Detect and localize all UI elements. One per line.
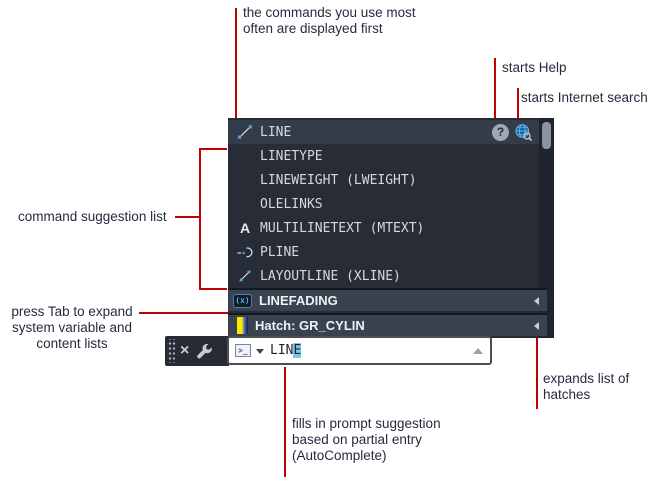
system-variable-label: LINEFADING xyxy=(259,293,338,308)
typed-chars: LIN xyxy=(270,343,294,358)
scrollbar-track[interactable] xyxy=(539,118,554,338)
line-command-icon xyxy=(236,123,254,141)
connector-search-note xyxy=(517,88,519,124)
scrollbar-thumb[interactable] xyxy=(542,122,551,149)
hatch-row-gr-cylin[interactable]: Hatch: GR_CYLIN xyxy=(228,313,547,336)
annotation-line: content lists xyxy=(36,336,108,351)
no-icon xyxy=(236,147,254,165)
annotation-line: expands list of xyxy=(543,371,630,386)
connector-hatch-note xyxy=(536,333,538,409)
annotation-line: based on partial entry xyxy=(292,432,422,447)
connector-top-note xyxy=(235,8,237,126)
customize-wrench-icon[interactable] xyxy=(196,343,213,360)
bracket-bottom-tick xyxy=(199,288,227,290)
autocomplete-chars: E xyxy=(293,343,302,358)
annotation-line: system variable and xyxy=(11,320,133,335)
command-input[interactable]: >_ LINE xyxy=(227,336,492,365)
internet-search-icon[interactable] xyxy=(514,123,533,142)
suggestion-row-line[interactable]: LINE ? xyxy=(228,120,539,144)
suggestion-label: PLINE xyxy=(260,244,300,260)
annotation-starts-internet-search: starts Internet search xyxy=(521,90,648,105)
bracket-vertical xyxy=(199,148,201,290)
command-suggestion-list: LINE ? xyxy=(228,118,539,288)
annotation-line: press Tab to expand xyxy=(11,304,133,319)
suggestion-row-linetype[interactable]: LINETYPE xyxy=(228,144,539,168)
annotation-line: (AutoComplete) xyxy=(292,448,387,463)
expand-left-icon[interactable] xyxy=(530,296,539,305)
command-typed-text: LINE xyxy=(270,343,302,358)
suggestion-row-olelinks[interactable]: OLELINKS xyxy=(228,192,539,216)
suggestion-label: LINETYPE xyxy=(260,148,323,164)
grip-handle-icon[interactable] xyxy=(167,339,175,363)
recent-commands-dropdown-icon[interactable] xyxy=(256,348,264,358)
suggestion-row-multilinetext[interactable]: A MULTILINETEXT (MTEXT) xyxy=(228,216,539,240)
suggestion-label: LINE xyxy=(260,124,292,140)
no-icon xyxy=(236,195,254,213)
suggestion-label: LAYOUTLINE (XLINE) xyxy=(260,268,401,284)
annotation-most-used: the commands you use most often are disp… xyxy=(243,5,416,37)
no-icon xyxy=(236,171,254,189)
connector-tab-note xyxy=(139,312,228,314)
pline-icon xyxy=(236,243,254,261)
help-icon[interactable]: ? xyxy=(492,123,509,141)
annotation-line: the commands you use most xyxy=(243,5,416,20)
annotation-press-tab: press Tab to expand system variable and … xyxy=(6,304,138,352)
command-line-toolbar: × xyxy=(165,336,229,366)
system-variable-icon: (x) xyxy=(233,293,252,308)
annotation-line: often are displayed first xyxy=(243,21,383,36)
suggestion-label: LINEWEIGHT (LWEIGHT) xyxy=(260,172,417,188)
xline-icon xyxy=(236,267,254,285)
hatch-label: Hatch: GR_CYLIN xyxy=(255,318,365,333)
annotation-line: hatches xyxy=(543,387,591,402)
suggestion-row-lineweight[interactable]: LINEWEIGHT (LWEIGHT) xyxy=(228,168,539,192)
expand-history-up-icon[interactable] xyxy=(473,343,483,354)
hatch-swatch-icon xyxy=(237,317,248,334)
system-variable-row-linefading[interactable]: (x) LINEFADING xyxy=(228,288,547,311)
connector-autocomplete-note xyxy=(284,367,286,477)
close-icon[interactable]: × xyxy=(180,342,190,359)
connector-suggestion-note xyxy=(175,216,200,218)
bracket-top-tick xyxy=(199,148,227,150)
suggestion-label: OLELINKS xyxy=(260,196,323,212)
command-prompt-icon: >_ xyxy=(235,344,251,357)
suggestion-row-pline[interactable]: PLINE xyxy=(228,240,539,264)
annotation-line: fills in prompt suggestion xyxy=(292,416,441,431)
annotation-starts-help: starts Help xyxy=(502,60,567,75)
suggestion-label: MULTILINETEXT (MTEXT) xyxy=(260,220,425,236)
expand-hatches-icon[interactable] xyxy=(530,321,539,330)
annotation-expands-hatches: expands list of hatches xyxy=(543,371,629,403)
connector-help-note xyxy=(494,58,496,124)
command-suggestion-panel: LINE ? xyxy=(228,118,554,338)
annotation-command-suggestion-list: command suggestion list xyxy=(18,209,167,224)
mtext-icon: A xyxy=(239,220,251,236)
suggestion-row-layoutline[interactable]: LAYOUTLINE (XLINE) xyxy=(228,264,539,288)
annotation-autocomplete: fills in prompt suggestion based on part… xyxy=(292,416,441,464)
